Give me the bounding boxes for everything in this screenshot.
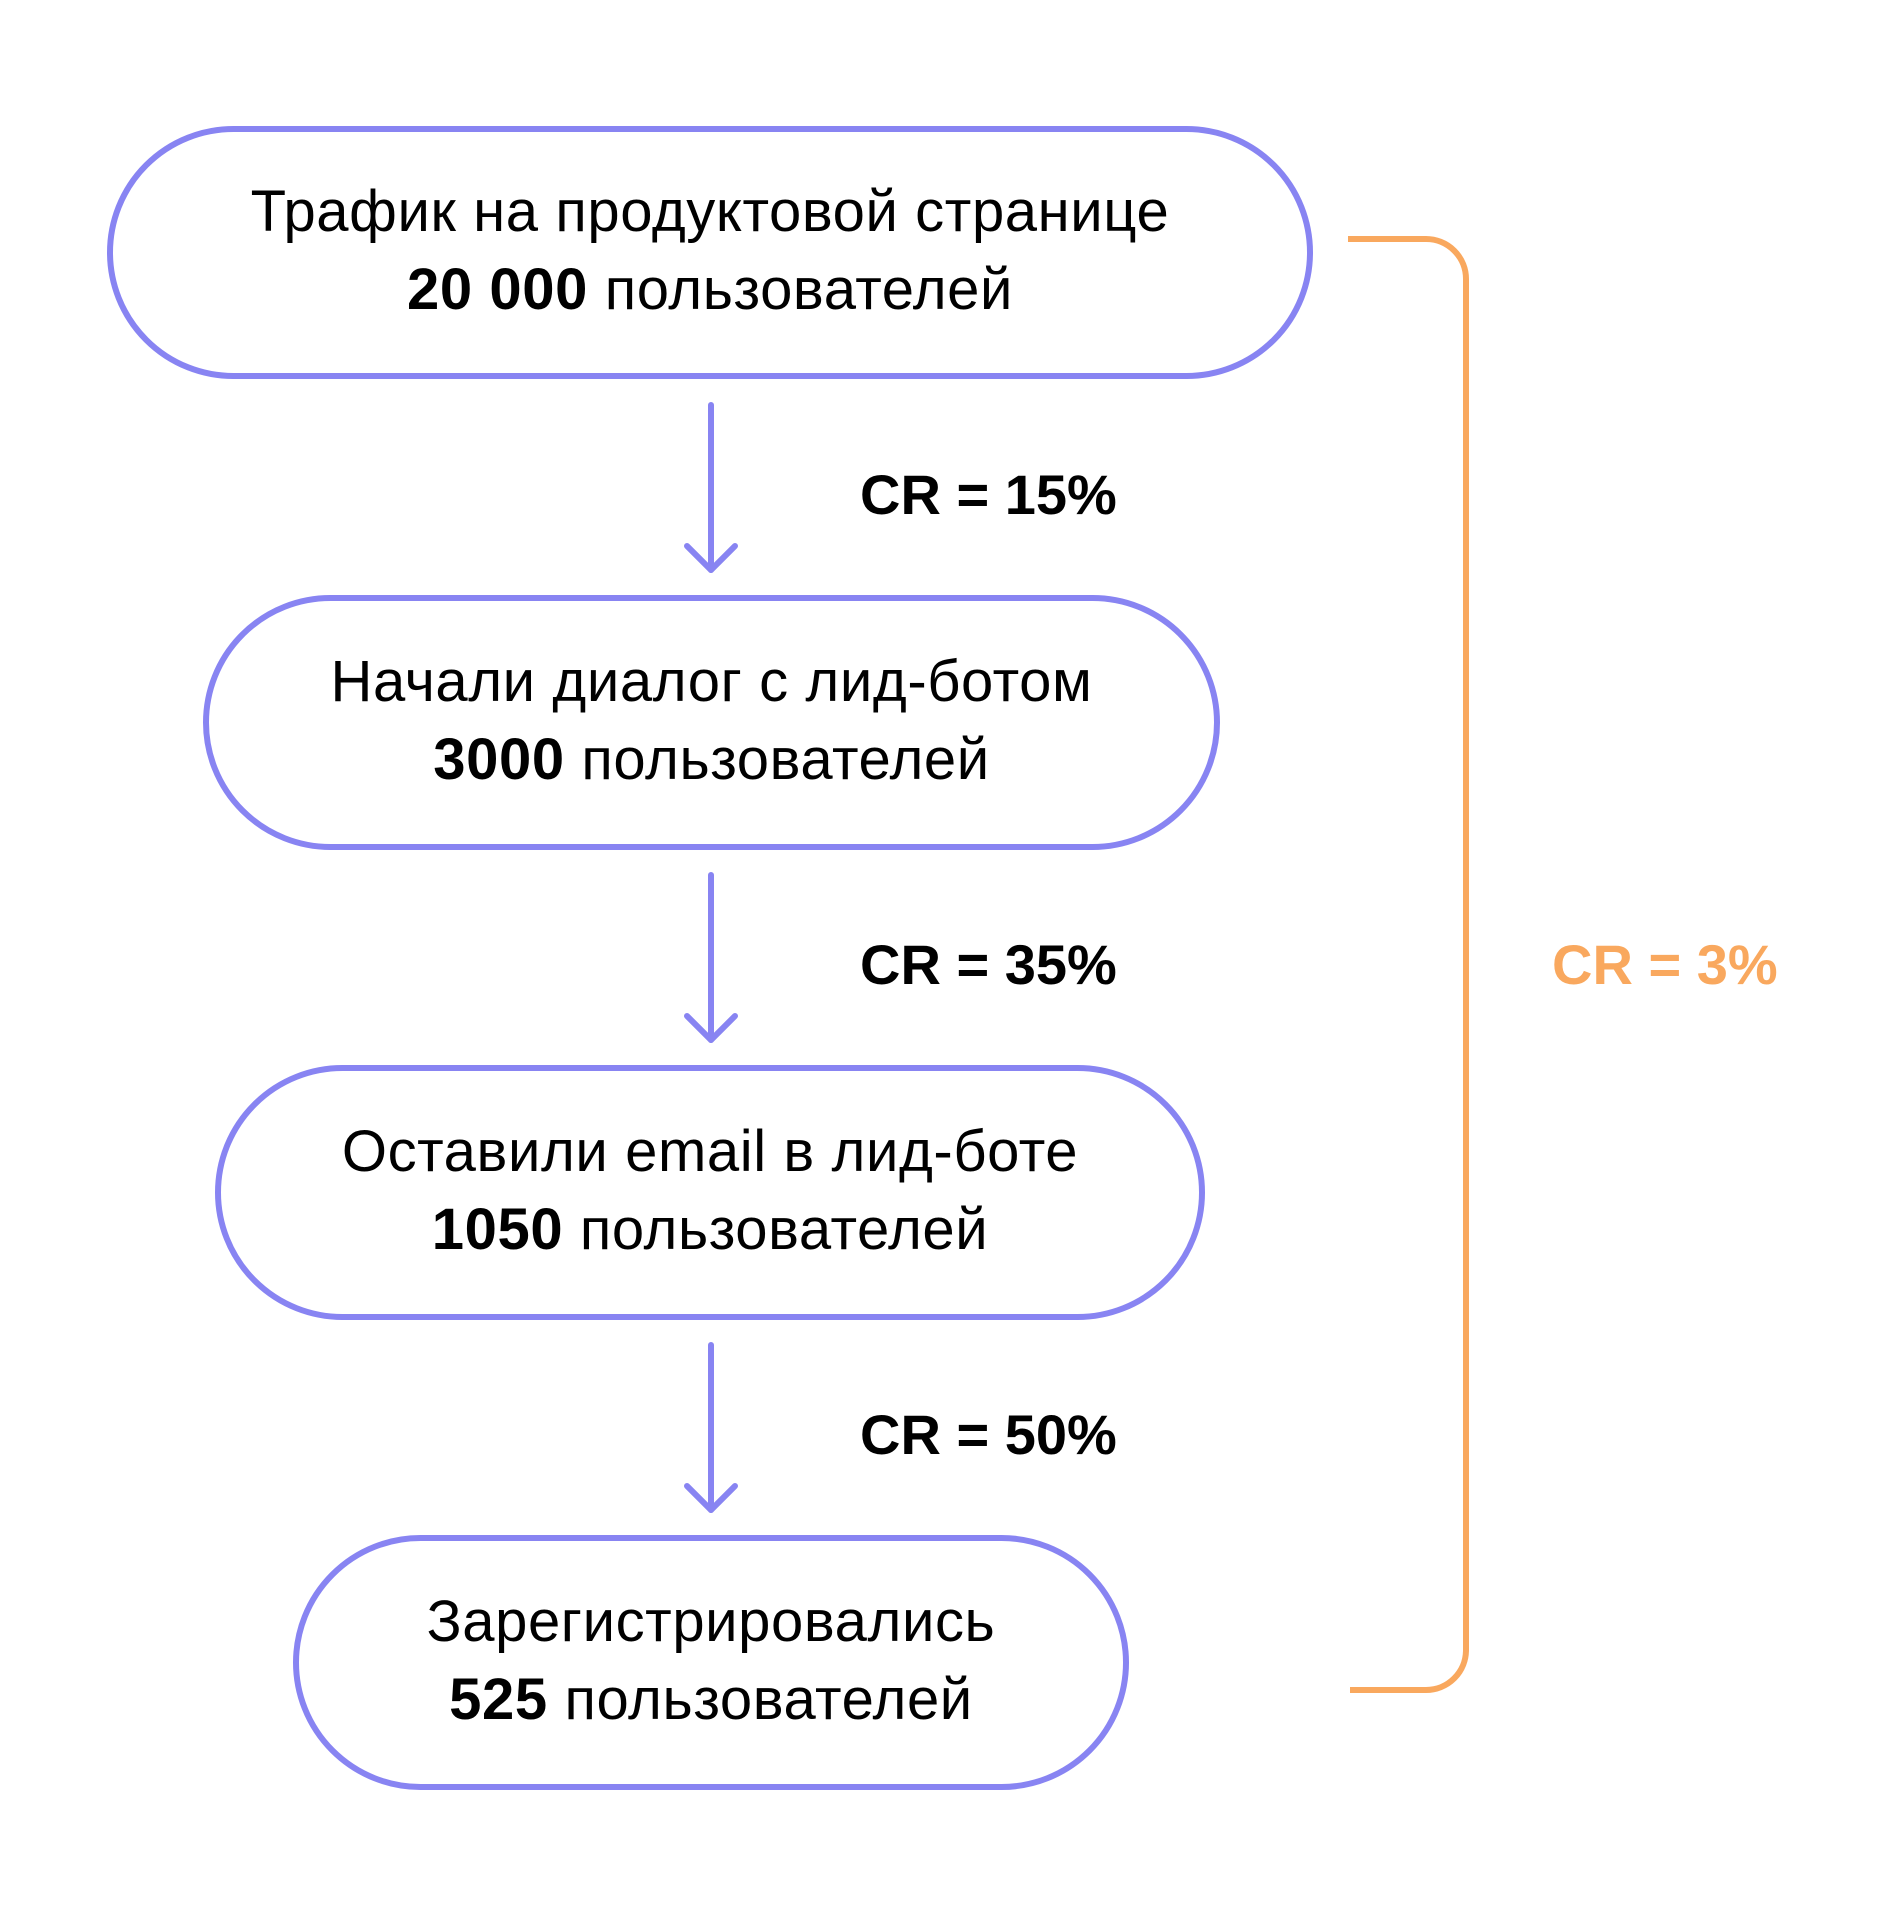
arrow-down-icon xyxy=(684,1342,738,1513)
stage-title: Трафик на продуктовой странице xyxy=(250,178,1170,244)
funnel-stage-registered: Зарегистрировались 525 пользователей xyxy=(293,1535,1129,1790)
stage-count: 525 пользователей xyxy=(449,1661,973,1739)
arrow-down-icon xyxy=(684,872,738,1043)
funnel-stage-email: Оставили email в лид-боте 1050 пользоват… xyxy=(215,1065,1205,1320)
total-conversion-label: CR = 3% xyxy=(1552,933,1778,996)
stage-count-number: 525 xyxy=(449,1666,548,1732)
stage-title: Оставили email в лид-боте xyxy=(341,1118,1079,1184)
total-bracket-icon xyxy=(1348,236,1469,1693)
stage-title: Зарегистрировались xyxy=(426,1588,996,1654)
stage-title: Начали диалог с лид-ботом xyxy=(330,648,1093,714)
funnel-stage-traffic: Трафик на продуктовой странице 20 000 по… xyxy=(107,126,1313,379)
stage-count-number: 1050 xyxy=(431,1196,564,1262)
stage-count: 1050 пользователей xyxy=(432,1191,989,1269)
stage-count-number: 3000 xyxy=(433,726,565,792)
step-conversion-label: CR = 50% xyxy=(860,1403,1117,1466)
arrow-down-icon xyxy=(684,402,738,573)
stage-count: 20 000 пользователей xyxy=(407,251,1013,329)
step-conversion-label: CR = 35% xyxy=(860,933,1117,996)
step-conversion-label: CR = 15% xyxy=(860,463,1117,526)
stage-count-unit: пользователей xyxy=(581,726,990,792)
stage-count-unit: пользователей xyxy=(564,1666,973,1732)
funnel-stage-dialog: Начали диалог с лид-ботом 3000 пользоват… xyxy=(203,595,1220,850)
stage-count-unit: пользователей xyxy=(604,256,1014,322)
stage-count: 3000 пользователей xyxy=(433,721,990,799)
stage-count-unit: пользователей xyxy=(579,1196,989,1262)
stage-count-number: 20 000 xyxy=(406,256,588,322)
